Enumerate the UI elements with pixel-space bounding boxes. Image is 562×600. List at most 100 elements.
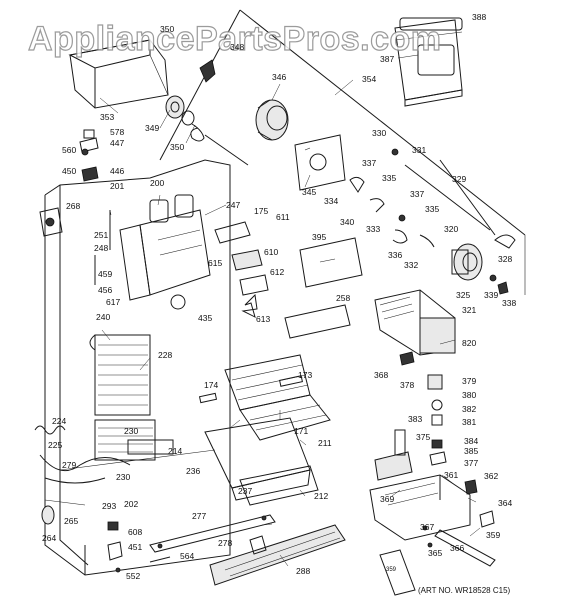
art-number: (ART NO. WR18528 C15) bbox=[418, 586, 511, 595]
watermark: AppliancePartsPros.com bbox=[28, 20, 441, 58]
callout-378: 378 bbox=[400, 380, 414, 390]
bottom-parts-left bbox=[41, 505, 171, 573]
callout-201: 201 bbox=[110, 181, 124, 191]
callout-230: 230 bbox=[124, 426, 138, 436]
callout-328: 328 bbox=[498, 254, 512, 264]
callout-333: 333 bbox=[366, 224, 380, 234]
leader-lines bbox=[99, 54, 481, 567]
callout-335b: 335 bbox=[425, 204, 439, 214]
callout-395: 395 bbox=[312, 232, 326, 242]
callout-610: 610 bbox=[264, 247, 278, 257]
callout-349: 349 bbox=[145, 123, 159, 133]
callout-331: 331 bbox=[412, 145, 426, 155]
callout-369: 369 bbox=[380, 494, 394, 504]
callout-350: 350 bbox=[160, 24, 174, 34]
callout-212: 212 bbox=[314, 491, 328, 501]
callout-337b: 337 bbox=[410, 189, 424, 199]
callout-365: 365 bbox=[428, 548, 442, 558]
callout-230b: 230 bbox=[116, 472, 130, 482]
callout-362: 362 bbox=[484, 471, 498, 481]
callout-613: 613 bbox=[256, 314, 270, 324]
callout-258: 258 bbox=[336, 293, 350, 303]
callout-288: 288 bbox=[296, 566, 310, 576]
callout-339: 339 bbox=[484, 290, 498, 300]
callout-608: 608 bbox=[128, 527, 142, 537]
auger-motor bbox=[255, 99, 289, 141]
cover-plate-395 bbox=[299, 237, 363, 288]
callout-265: 265 bbox=[64, 516, 78, 526]
callout-383: 383 bbox=[408, 414, 422, 424]
callout-611: 611 bbox=[276, 212, 290, 222]
callout-345: 345 bbox=[302, 187, 316, 197]
callout-337: 337 bbox=[362, 158, 376, 168]
callout-447: 447 bbox=[110, 138, 124, 148]
callout-278: 278 bbox=[218, 538, 232, 548]
callout-367: 367 bbox=[420, 522, 434, 532]
callout-564: 564 bbox=[180, 551, 194, 561]
callout-338: 338 bbox=[502, 298, 516, 308]
callout-225: 225 bbox=[48, 440, 62, 450]
fan-motor-325 bbox=[451, 243, 509, 295]
callout-251: 251 bbox=[94, 230, 108, 240]
callout-459: 459 bbox=[98, 269, 112, 279]
callout-451: 451 bbox=[128, 542, 142, 552]
callout-268: 268 bbox=[66, 201, 80, 211]
callout-334: 334 bbox=[324, 196, 338, 206]
callout-293: 293 bbox=[102, 501, 116, 511]
callout-560: 560 bbox=[62, 145, 76, 155]
dispenser-housing bbox=[394, 17, 463, 107]
callout-340: 340 bbox=[340, 217, 354, 227]
callout-450: 450 bbox=[62, 166, 76, 176]
callout-320: 320 bbox=[444, 224, 458, 234]
callout-354: 354 bbox=[362, 74, 376, 84]
cover-plate-258 bbox=[284, 304, 351, 339]
dispenser-linkage bbox=[349, 148, 516, 249]
callout-321: 321 bbox=[462, 305, 476, 315]
callout-368: 368 bbox=[374, 370, 388, 380]
wire-basket bbox=[198, 354, 331, 441]
callout-361: 361 bbox=[444, 470, 458, 480]
callout-248: 248 bbox=[94, 243, 108, 253]
callout-174: 174 bbox=[204, 380, 218, 390]
callout-350b: 350 bbox=[170, 142, 184, 152]
callout-240: 240 bbox=[96, 312, 110, 322]
switch-parts bbox=[394, 351, 447, 466]
ice-bin bbox=[204, 417, 319, 506]
callout-224: 224 bbox=[52, 416, 66, 426]
callout-552: 552 bbox=[126, 571, 140, 581]
callout-353: 353 bbox=[100, 112, 114, 122]
callout-332: 332 bbox=[404, 260, 418, 270]
callout-387: 387 bbox=[380, 54, 394, 64]
callout-578: 578 bbox=[110, 127, 124, 137]
callout-325: 325 bbox=[456, 290, 470, 300]
ice-bucket bbox=[68, 39, 169, 109]
callout-335: 335 bbox=[382, 173, 396, 183]
callout-820: 820 bbox=[462, 338, 476, 348]
small-parts-left bbox=[39, 129, 111, 285]
control-box bbox=[369, 451, 496, 596]
callout-211: 211 bbox=[318, 438, 332, 448]
callout-labels: 388 350 348 387 354 346 353 349 578 447 … bbox=[42, 12, 516, 581]
auger-assembly bbox=[165, 59, 249, 166]
callout-388: 388 bbox=[472, 12, 486, 22]
callout-175: 175 bbox=[254, 206, 268, 216]
callout-237: 237 bbox=[238, 486, 252, 496]
support-rail bbox=[149, 514, 276, 553]
callout-214: 214 bbox=[168, 446, 182, 456]
base-grille bbox=[209, 524, 346, 586]
callout-435: 435 bbox=[198, 313, 212, 323]
icemaker bbox=[374, 289, 456, 356]
callout-615: 615 bbox=[208, 258, 222, 268]
callout-384: 384 bbox=[464, 436, 478, 446]
callout-228: 228 bbox=[158, 350, 172, 360]
callout-385: 385 bbox=[464, 446, 478, 456]
callout-446: 446 bbox=[110, 166, 124, 176]
callout-277: 277 bbox=[192, 511, 206, 521]
callout-330: 330 bbox=[372, 128, 386, 138]
callout-380: 380 bbox=[462, 390, 476, 400]
callout-359b: 359 bbox=[386, 567, 397, 573]
callout-377: 377 bbox=[464, 458, 478, 468]
evaporator-housing bbox=[119, 194, 211, 310]
callout-346: 346 bbox=[272, 72, 286, 82]
